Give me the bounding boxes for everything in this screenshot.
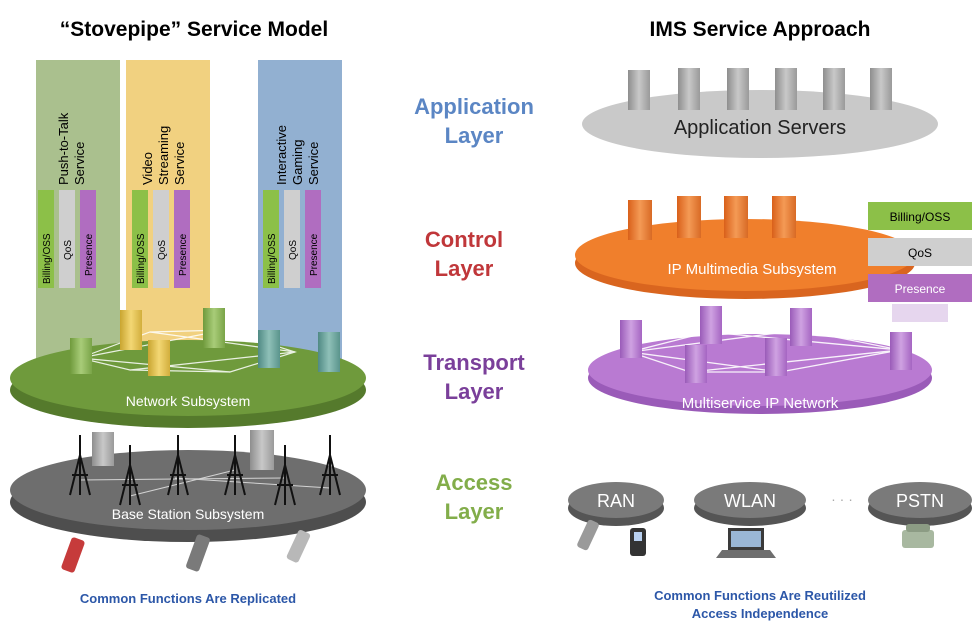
svg-text:Transport: Transport <box>423 350 525 375</box>
svg-text:Access: Access <box>435 470 512 495</box>
base-station-disk <box>10 450 366 542</box>
video-streaming-functions: Billing/OSS QoS Presence <box>132 190 190 288</box>
right-title: IMS Service Approach <box>650 18 871 41</box>
mobile-phone-icons <box>61 529 311 573</box>
svg-text:Layer: Layer <box>445 499 504 524</box>
left-title: “Stovepipe” Service Model <box>60 18 328 41</box>
svg-text:Service: Service <box>306 142 321 185</box>
svg-text:PSTN: PSTN <box>896 491 944 511</box>
ims-function-bars: Billing/OSS QoS Presence <box>868 202 972 322</box>
svg-text:WLAN: WLAN <box>724 491 776 511</box>
right-caption-line2: Access Independence <box>692 606 829 621</box>
svg-text:Application: Application <box>414 94 534 119</box>
base-station-label: Base Station Subsystem <box>112 506 265 522</box>
network-subsystem-label: Network Subsystem <box>126 393 250 409</box>
ims-disk <box>575 219 915 299</box>
svg-text:Billing/OSS: Billing/OSS <box>267 233 278 284</box>
access-device-icons <box>577 519 934 558</box>
svg-text:Presence: Presence <box>895 282 946 296</box>
application-servers-label: Application Servers <box>674 117 846 139</box>
access-ran-disk: RAN <box>568 482 664 526</box>
svg-text:Presence: Presence <box>84 233 95 276</box>
svg-text:Billing/OSS: Billing/OSS <box>136 233 147 284</box>
svg-text:Push-to-Talk: Push-to-Talk <box>56 112 71 185</box>
svg-text:QoS: QoS <box>157 240 168 260</box>
svg-text:Video: Video <box>140 152 155 185</box>
svg-text:Presence: Presence <box>178 233 189 276</box>
svg-text:Presence: Presence <box>309 233 320 276</box>
svg-text:Billing/OSS: Billing/OSS <box>42 233 53 284</box>
access-pstn-disk: PSTN <box>868 482 972 526</box>
video-streaming-label: Video Streaming Service <box>140 126 187 185</box>
svg-text:QoS: QoS <box>63 240 74 260</box>
svg-text:QoS: QoS <box>288 240 299 260</box>
push-to-talk-functions: Billing/OSS QoS Presence <box>38 190 96 288</box>
access-ellipsis: · · · <box>831 491 853 507</box>
svg-text:Billing/OSS: Billing/OSS <box>890 210 951 224</box>
svg-text:Service: Service <box>172 142 187 185</box>
application-layer-label: Application Layer <box>414 94 534 148</box>
network-servers <box>70 308 340 376</box>
svg-text:RAN: RAN <box>597 491 635 511</box>
ims-label: IP Multimedia Subsystem <box>668 261 837 278</box>
svg-text:Gaming: Gaming <box>290 139 305 185</box>
transport-label: Multiservice IP Network <box>682 395 839 412</box>
right-caption-line1: Common Functions Are Reutilized <box>654 588 866 603</box>
svg-text:Control: Control <box>425 227 503 252</box>
transport-router-icons <box>620 306 912 383</box>
svg-text:Layer: Layer <box>445 123 504 148</box>
left-caption: Common Functions Are Replicated <box>80 591 296 606</box>
svg-text:QoS: QoS <box>908 246 932 260</box>
base-station-servers <box>92 430 274 470</box>
svg-text:Service: Service <box>72 142 87 185</box>
control-layer-label: Control Layer <box>425 227 503 281</box>
ims-server-icons <box>628 196 796 240</box>
svg-text:Layer: Layer <box>445 379 504 404</box>
application-server-icons <box>628 68 892 110</box>
svg-text:Interactive: Interactive <box>274 125 289 185</box>
interactive-gaming-functions: Billing/OSS QoS Presence <box>263 190 321 288</box>
access-layer-label: Access Layer <box>435 470 512 524</box>
cell-tower-icons <box>69 435 341 506</box>
transport-layer-label: Transport Layer <box>423 350 525 404</box>
interactive-gaming-label: Interactive Gaming Service <box>274 125 321 185</box>
svg-text:Layer: Layer <box>435 256 494 281</box>
svg-text:Streaming: Streaming <box>156 126 171 185</box>
push-to-talk-label: Push-to-Talk Service <box>56 112 87 185</box>
application-servers-disk <box>582 90 938 158</box>
access-wlan-disk: WLAN <box>694 482 806 526</box>
